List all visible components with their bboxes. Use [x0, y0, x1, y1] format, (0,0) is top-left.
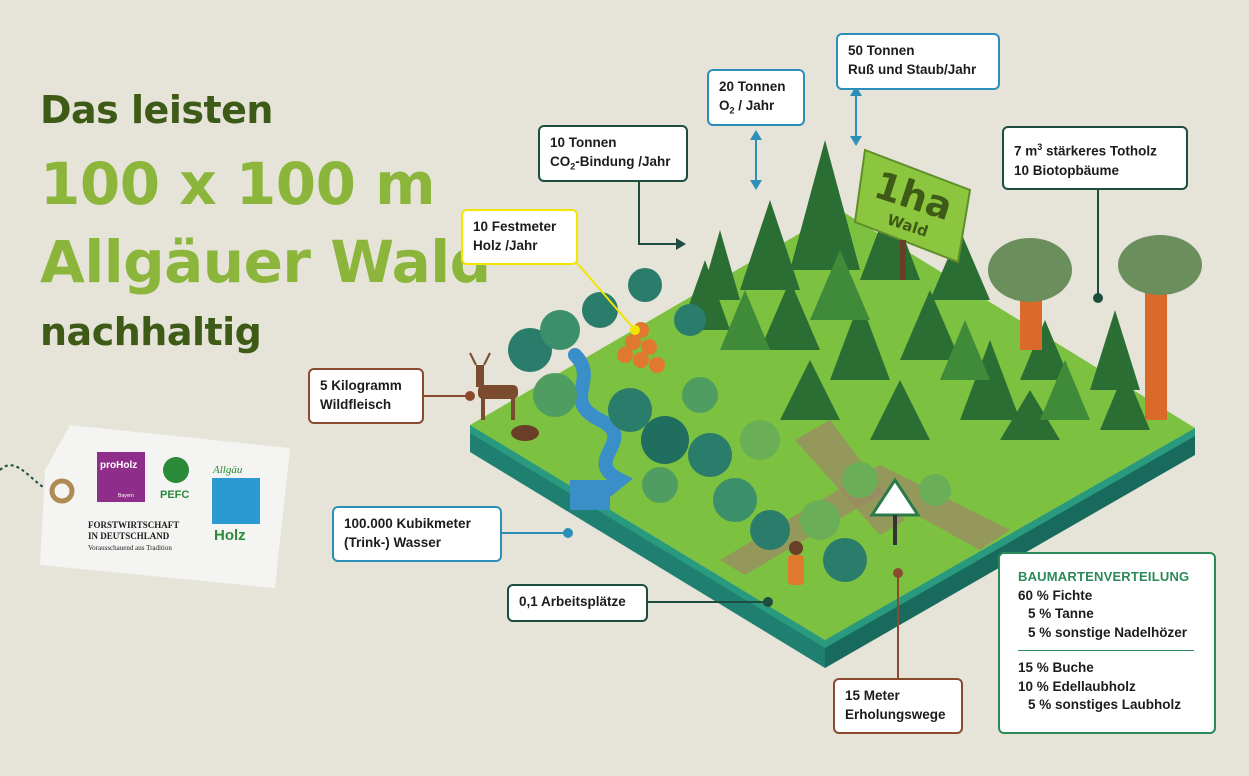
forester-head — [789, 541, 803, 555]
conifer-trees-light — [720, 250, 1090, 420]
distribution-item: 15 % Buche — [1018, 660, 1094, 675]
forester — [788, 555, 804, 585]
deadwood-dot — [1093, 293, 1103, 303]
soot-arrow-down — [850, 136, 862, 146]
tag-hole — [49, 478, 75, 504]
hiking-sign-post — [893, 515, 897, 545]
o2-arrow-up — [750, 130, 762, 140]
label-drinking-water: 100.000 Kubikmeter (Trink-) Wasser — [332, 506, 502, 562]
headline-line-1: Das leisten — [40, 88, 273, 132]
forst-line2: IN DEUTSCHLAND — [88, 531, 170, 541]
distribution-item: 60 % Fichte — [1018, 587, 1093, 603]
soot-arrow-up — [850, 86, 862, 96]
distribution-item: 5 % sonstige Nadelhözer — [1028, 624, 1188, 640]
biotope-tree-trunk-1 — [1020, 290, 1042, 350]
distribution-item: 10 % Edellaubholz — [1018, 678, 1136, 694]
holz-text: Holz — [214, 527, 246, 544]
allgaeu-holz-logo — [212, 478, 260, 524]
label-deadwood: 7 m3 stärkeres Totholz 10 Biotopbäume — [1002, 126, 1188, 190]
proholz-logo — [97, 452, 145, 502]
proholz-text: proHolz — [100, 460, 137, 471]
forst-line3: Vorausschauend aus Tradition — [88, 544, 172, 552]
label-recreation-paths: 15 Meter Erholungswege — [833, 678, 963, 734]
hectare-sign-post — [900, 240, 906, 280]
co2-leader — [638, 182, 676, 245]
o2-arrow-down — [750, 180, 762, 190]
headline-line-2: 100 x 100 m — [40, 150, 436, 218]
label-oxygen: 20 Tonnen O2 / Jahr — [707, 69, 805, 126]
distribution-divider — [1018, 650, 1194, 651]
timber-dot — [630, 325, 640, 335]
biotope-tree-crown-2 — [1118, 235, 1202, 295]
timber-log-pile — [617, 322, 665, 373]
allgaeu-text: Allgäu — [212, 464, 243, 476]
biotope-tree-trunk-2 — [1145, 290, 1167, 420]
forst-line1: FORSTWIRTSCHAFT — [88, 520, 179, 530]
co2-arrow — [676, 238, 686, 250]
water-dot — [563, 528, 573, 538]
distribution-title: BAUMARTENVERTEILUNG — [1018, 569, 1190, 584]
proholz-sub: Bayern — [118, 493, 134, 499]
paths-dot — [893, 568, 903, 578]
label-timber: 10 Festmeter Holz /Jahr — [461, 209, 578, 265]
label-game-meat: 5 Kilogramm Wildfleisch — [308, 368, 424, 424]
label-jobs: 0,1 Arbeitsplätze — [507, 584, 648, 622]
distribution-item: 5 % Tanne — [1028, 606, 1094, 621]
label-soot-dust: 50 Tonnen Ruß und Staub/Jahr — [836, 33, 1000, 90]
deer — [469, 352, 518, 420]
wild-boar — [511, 425, 539, 441]
pefc-text: PEFC — [160, 489, 189, 501]
headline-line-4: nachhaltig — [40, 310, 262, 354]
game-dot — [465, 391, 475, 401]
jobs-dot — [763, 597, 773, 607]
water-outlet — [570, 480, 610, 510]
tree-species-distribution: BAUMARTENVERTEILUNG 60 % Fichte 5 % Tann… — [998, 552, 1216, 734]
river — [568, 348, 633, 507]
pefc-logo — [163, 457, 189, 483]
timber-leader — [576, 262, 636, 331]
distribution-item: 5 % sonstiges Laubholz — [1028, 697, 1182, 712]
hectare-sign — [853, 148, 972, 264]
biotope-tree-crown-1 — [988, 238, 1072, 302]
headline-line-3: Allgäuer Wald — [40, 228, 491, 296]
label-co2-binding: 10 Tonnen CO2-Bindung /Jahr — [538, 125, 688, 182]
